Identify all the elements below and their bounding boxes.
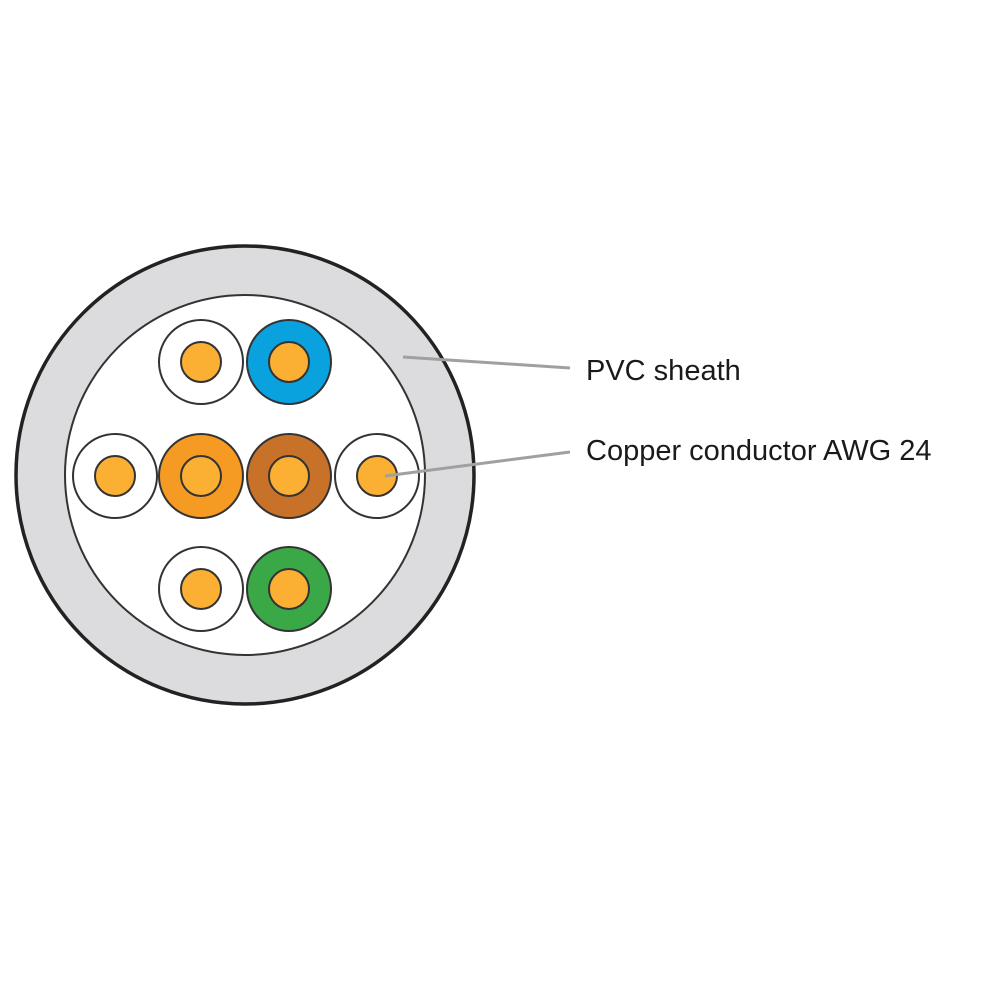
wire-blue-white [158, 319, 244, 405]
cable-core [64, 294, 426, 656]
wire-blue-blue [246, 319, 332, 405]
copper-conductor [268, 341, 310, 383]
sheath-leader-line [402, 355, 571, 370]
wire-brown-white [334, 433, 420, 519]
conductor-leader-line [384, 450, 571, 478]
wire-green-green [246, 546, 332, 632]
wire-orange-white [72, 433, 158, 519]
copper-conductor [356, 455, 398, 497]
wire-brown-brown [246, 433, 332, 519]
wire-group [72, 319, 420, 632]
conductor-label: Copper conductor AWG 24 [586, 435, 932, 467]
copper-conductor [180, 568, 222, 610]
copper-conductor [180, 341, 222, 383]
wire-green-white [158, 546, 244, 632]
copper-conductor [268, 455, 310, 497]
wire-orange-orange [158, 433, 244, 519]
copper-conductor [268, 568, 310, 610]
sheath-label: PVC sheath [586, 355, 741, 387]
copper-conductor [180, 455, 222, 497]
copper-conductor [94, 455, 136, 497]
